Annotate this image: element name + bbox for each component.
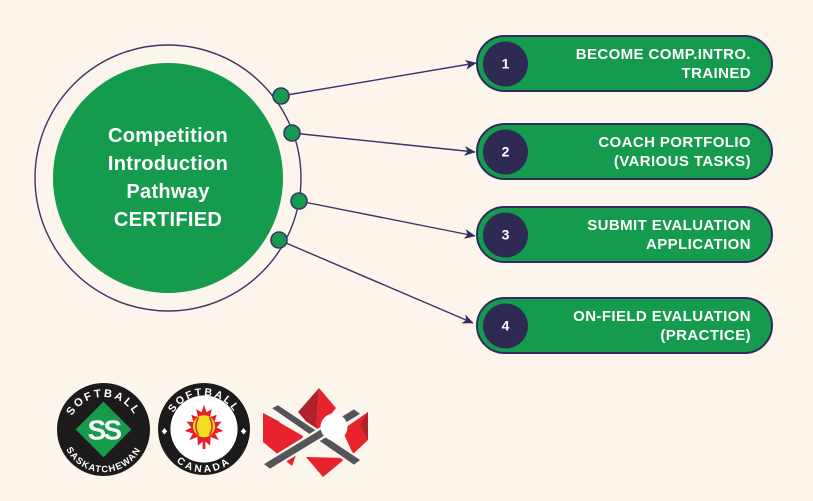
hub-line: Competition: [108, 125, 228, 147]
connector-line-4: [278, 239, 474, 324]
step-pill-3: 3 SUBMIT EVALUATION APPLICATION: [476, 206, 773, 263]
softball-icon: [192, 415, 216, 438]
step-number-badge: 1: [483, 41, 528, 86]
coaching-association-canada-logo: [260, 388, 368, 477]
step-pill-2: 2 COACH PORTFOLIO (VARIOUS TASKS): [476, 123, 773, 180]
step-number: 1: [501, 55, 510, 72]
hub-circle: Competition Introduction Pathway CERTIFI…: [53, 63, 283, 293]
connector-line-3: [298, 200, 476, 239]
step-number-badge: 3: [483, 212, 528, 257]
step-pill-4: 4 ON-FIELD EVALUATION (PRACTICE): [476, 297, 773, 354]
step-label: BECOME COMP.INTRO. TRAINED: [575, 45, 751, 82]
step-number-badge: 2: [483, 129, 528, 174]
step-number: 4: [501, 317, 510, 334]
hub-line: Introduction: [107, 153, 229, 175]
ring-separators: [161, 428, 247, 435]
figure-head: [320, 413, 348, 441]
ss-monogram: SS: [88, 415, 122, 446]
connector-line-2: [291, 132, 476, 156]
step-number: 3: [501, 226, 510, 243]
hub-title: Competition Introduction Pathway CERTIFI…: [108, 122, 228, 234]
hub-line: Pathway: [126, 181, 210, 203]
softball-saskatchewan-logo: SOFTBALL SASKATCHEWAN SS: [57, 383, 150, 476]
softball-canada-logo: SOFTBALL CANADA: [158, 383, 250, 475]
step-label: ON-FIELD EVALUATION (PRACTICE): [573, 307, 751, 344]
step-label: COACH PORTFOLIO (VARIOUS TASKS): [598, 133, 751, 170]
step-label: SUBMIT EVALUATION APPLICATION: [587, 216, 751, 253]
hub-line: CERTIFIED: [113, 209, 223, 231]
step-number: 2: [501, 143, 510, 160]
connector-line-1: [280, 59, 477, 97]
step-pill-1: 1 BECOME COMP.INTRO. TRAINED: [476, 35, 773, 92]
step-number-badge: 4: [483, 303, 528, 348]
